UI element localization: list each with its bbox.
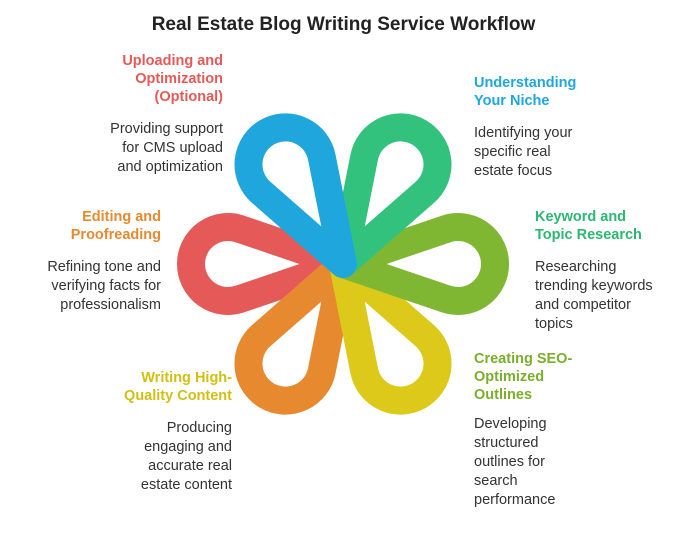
step-keyword-title: Keyword and Topic Research <box>535 209 642 243</box>
step-editing-desc: Refining tone and verifying facts for pr… <box>47 259 161 313</box>
page-title: Real Estate Blog Writing Service Workflo… <box>151 14 536 35</box>
loop-writing <box>329 250 452 415</box>
loop-outlines <box>329 213 509 315</box>
step-uploading: Uploading and Optimization (Optional) Pr… <box>110 52 223 177</box>
step-writing-desc: Producing engaging and accurate real est… <box>140 420 232 493</box>
step-uploading-title: Uploading and Optimization (Optional) <box>122 53 223 105</box>
step-editing: Editing and Proofreading Refining tone a… <box>47 208 161 315</box>
loop-understanding <box>234 113 357 278</box>
step-understanding-title: Understanding Your Niche <box>474 75 577 109</box>
loop-editing <box>234 250 357 415</box>
step-editing-title: Editing and Proofreading <box>70 209 161 243</box>
step-writing-title: Writing High- Quality Content <box>124 370 232 404</box>
loop-uploading <box>177 213 357 315</box>
step-uploading-desc: Providing support for CMS upload and opt… <box>110 121 223 175</box>
step-outlines: Creating SEO- Optimized Outlines Develop… <box>474 350 572 510</box>
step-understanding: Understanding Your Niche Identifying you… <box>474 74 576 181</box>
step-outlines-title: Creating SEO- Optimized Outlines <box>474 351 573 403</box>
step-writing: Writing High- Quality Content Producing … <box>124 369 232 495</box>
step-outlines-desc: Developing structured outlines for searc… <box>474 416 556 508</box>
step-keyword: Keyword and Topic Research Researching t… <box>535 208 653 334</box>
step-understanding-desc: Identifying your specific real estate fo… <box>474 125 573 179</box>
step-keyword-desc: Researching trending keywords and compet… <box>535 259 653 332</box>
loop-keyword <box>329 113 452 278</box>
